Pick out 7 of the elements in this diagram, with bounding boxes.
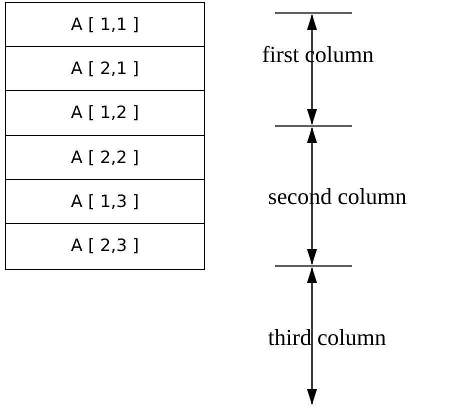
dimension-label: third column [268, 325, 386, 351]
memory-cell: A [ 2,1 ] [5, 46, 205, 92]
memory-cell: A [ 1,3 ] [5, 179, 205, 224]
memory-cell: A [ 1,1 ] [5, 2, 205, 48]
memory-cell: A [ 1,2 ] [5, 90, 205, 136]
memory-cell: A [ 2,2 ] [5, 135, 205, 180]
memory-cell: A [ 2,3 ] [5, 223, 205, 270]
